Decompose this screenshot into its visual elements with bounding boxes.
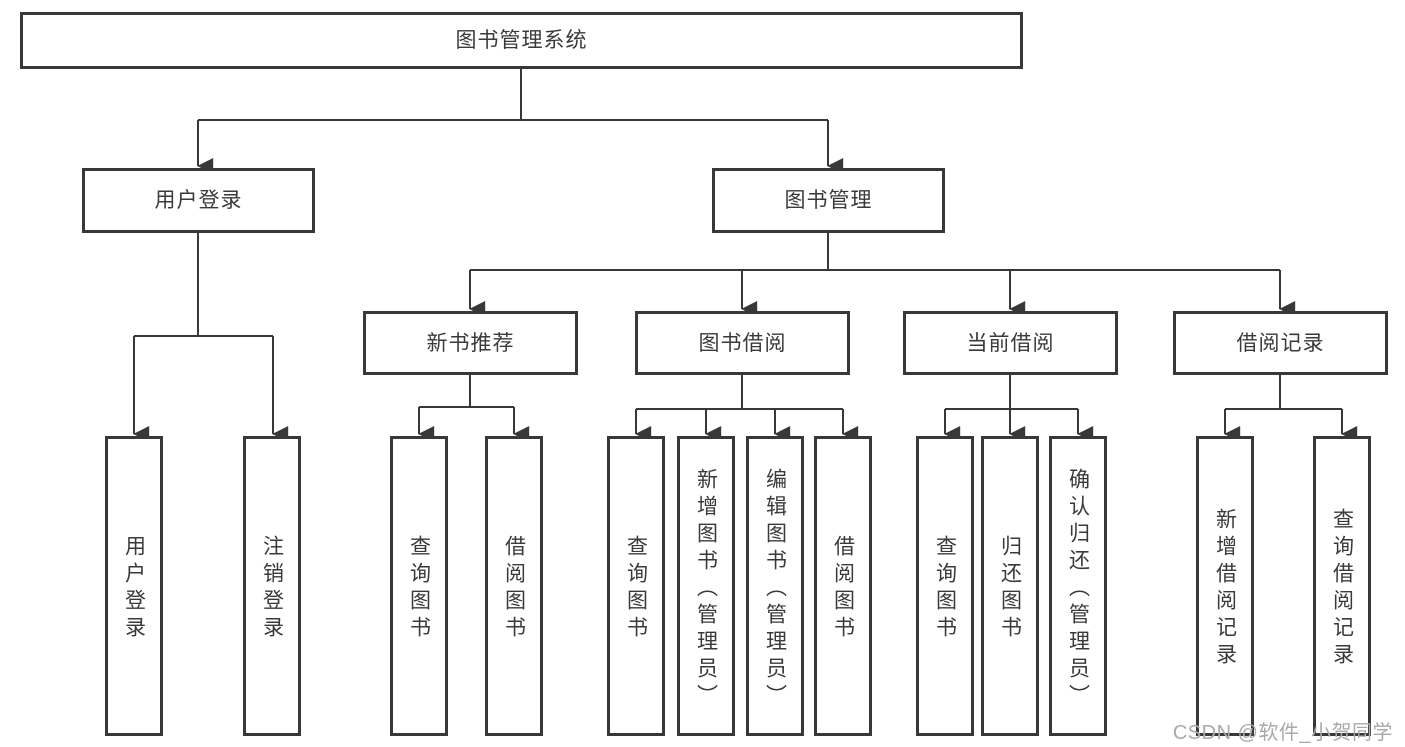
node-query-books-1: 查询图书 bbox=[390, 436, 448, 736]
csdn-watermark: CSDN @软件_小贺同学 bbox=[1172, 722, 1393, 744]
node-edit-books-admin: 编辑图书（管理员） bbox=[746, 436, 804, 736]
node-borrow-books-1: 借阅图书 bbox=[485, 436, 543, 736]
node-return-books: 归还图书 bbox=[981, 436, 1039, 736]
node-add-books-admin: 新增图书（管理员） bbox=[677, 436, 735, 736]
node-confirm-return-admin: 确认归还（管理员） bbox=[1049, 436, 1107, 736]
node-new-book-recommendation: 新书推荐 bbox=[363, 311, 578, 375]
node-book-borrowing: 图书借阅 bbox=[635, 311, 850, 375]
node-query-borrow-record: 查询借阅记录 bbox=[1313, 436, 1371, 736]
node-logout: 注销登录 bbox=[243, 436, 301, 736]
node-current-borrowing: 当前借阅 bbox=[903, 311, 1118, 375]
node-user-login: 用户登录 bbox=[105, 436, 163, 736]
node-book-management: 图书管理 bbox=[712, 168, 945, 233]
node-query-books-2: 查询图书 bbox=[607, 436, 665, 736]
node-library-management-system: 图书管理系统 bbox=[20, 12, 1023, 69]
node-add-borrow-record: 新增借阅记录 bbox=[1196, 436, 1254, 736]
node-user-login-group: 用户登录 bbox=[82, 168, 315, 233]
node-query-books-3: 查询图书 bbox=[916, 436, 974, 736]
node-borrowing-records: 借阅记录 bbox=[1173, 311, 1388, 375]
node-borrow-books-2: 借阅图书 bbox=[814, 436, 872, 736]
